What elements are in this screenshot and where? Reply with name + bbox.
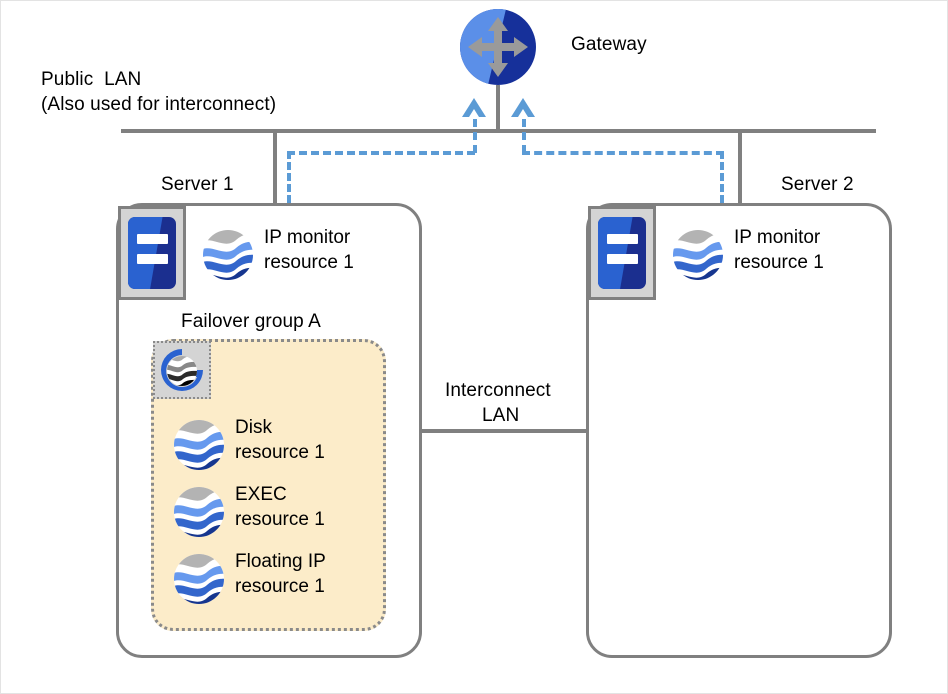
floating-ip-resource-line1: Floating IP	[235, 551, 326, 572]
monitor-path-server2-vertical	[720, 151, 724, 203]
public-lan-drop-server2	[738, 129, 742, 205]
monitor-path-server1-horizontal	[287, 151, 475, 155]
disk-resource-line2: resource 1	[235, 442, 325, 463]
gateway-label: Gateway	[571, 34, 647, 55]
server-2-icon	[588, 206, 656, 300]
monitor-arrow-server2	[510, 97, 536, 123]
resource-sphere-icon	[202, 229, 254, 281]
failover-group-icon	[153, 341, 211, 399]
floating-ip-resource-line2: resource 1	[235, 576, 325, 597]
failover-group-a-label: Failover group A	[181, 311, 321, 332]
public-lan-bus	[121, 129, 876, 133]
public-lan-label-line1: Public LAN	[41, 69, 142, 90]
ip-monitor-resource-line2: resource 1	[264, 252, 354, 273]
disk-resource-line1: Disk	[235, 417, 272, 438]
exec-resource-line2: resource 1	[235, 509, 325, 530]
monitor-arrow-server1	[461, 97, 487, 123]
exec-resource-line1: EXEC	[235, 484, 287, 505]
router-icon	[460, 9, 536, 85]
public-lan-drop-server1	[273, 129, 277, 205]
resource-sphere-icon	[173, 553, 225, 605]
public-lan-label-line2: (Also used for interconnect)	[41, 94, 277, 115]
server-1-icon	[118, 206, 186, 300]
gateway-drop-line	[496, 85, 500, 131]
monitor-path-server1-riser	[473, 119, 477, 153]
ip-monitor-resource-line2: resource 1	[734, 252, 824, 273]
monitor-path-server2-riser	[522, 119, 526, 153]
monitor-path-server1-vertical	[287, 151, 291, 203]
interconnect-lan-label-line1: Interconnect	[445, 380, 551, 401]
ip-monitor-resource-line1: IP monitor	[264, 227, 351, 248]
interconnect-lan-label-line2: LAN	[482, 405, 520, 426]
resource-sphere-icon	[173, 486, 225, 538]
server-1-label: Server 1	[161, 174, 234, 195]
monitor-path-server2-horizontal	[522, 151, 724, 155]
interconnect-lan-line	[421, 429, 589, 433]
resource-sphere-icon	[173, 419, 225, 471]
ip-monitor-resource-line1: IP monitor	[734, 227, 821, 248]
server-2-label: Server 2	[781, 174, 854, 195]
resource-sphere-icon	[672, 229, 724, 281]
